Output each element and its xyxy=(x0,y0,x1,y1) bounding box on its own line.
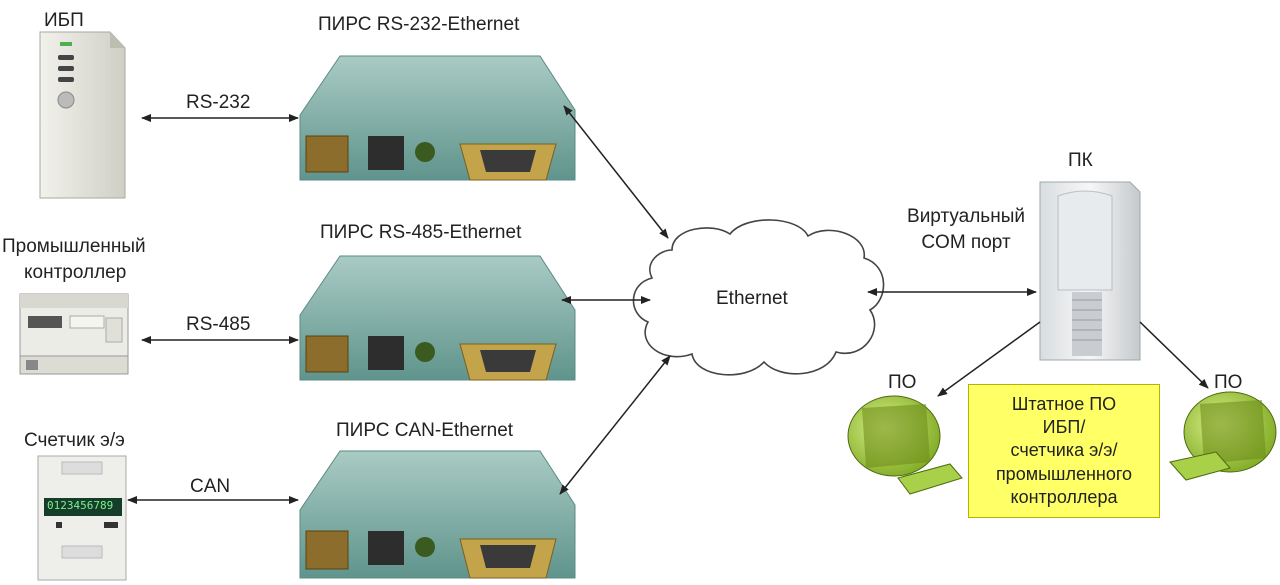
meter-display: 0123456789 xyxy=(47,499,114,512)
board1-ethernet-link xyxy=(563,105,669,239)
software-right-label: ПО xyxy=(1214,372,1243,393)
software-left-label: ПО xyxy=(888,372,917,393)
converter-board-1 xyxy=(299,55,576,181)
pc-label: ПК xyxy=(1068,150,1093,171)
virtual-port-line2: COM порт xyxy=(921,232,1011,253)
standard-software-note: Штатное ПО ИБП/ счетчика э/э/ промышленн… xyxy=(968,384,1160,518)
converter-board-2 xyxy=(299,255,576,381)
virtual-port-line1: Виртуальный xyxy=(907,206,1025,227)
rs232-label: RS-232 xyxy=(186,92,251,113)
computer-right-icon xyxy=(1169,391,1277,481)
meter-icon xyxy=(37,455,127,581)
converter-board-3 xyxy=(299,450,576,579)
note-line-2: ИБП/ xyxy=(1042,416,1086,437)
converter-label-2: ПИРС RS-485-Ethernet xyxy=(320,222,522,243)
note-line-3: счетчика э/э/ xyxy=(1010,440,1118,461)
pc-right-computer-link xyxy=(1139,321,1209,389)
pc-tower-icon xyxy=(1039,181,1141,361)
plc-label-line2: контроллер xyxy=(24,262,127,283)
ups-icon xyxy=(39,31,126,199)
can-label: CAN xyxy=(190,476,231,497)
note-line-4: промышленного xyxy=(995,463,1133,484)
note-line-1: Штатное ПО xyxy=(1011,393,1117,414)
rs485-label: RS-485 xyxy=(186,314,251,335)
computer-left-icon xyxy=(847,395,963,495)
converter-label-3: ПИРС CAN-Ethernet xyxy=(336,420,514,441)
ups-label: ИБП xyxy=(44,10,84,31)
meter-label: Счетчик э/э xyxy=(24,430,125,451)
plc-icon xyxy=(19,293,129,375)
connection-lines xyxy=(127,105,1209,504)
board3-ethernet-link xyxy=(559,355,671,495)
note-line-5: контроллера xyxy=(1010,487,1118,508)
ethernet-cloud-icon xyxy=(632,219,885,376)
converter-label-1: ПИРС RS-232-Ethernet xyxy=(318,14,520,35)
plc-label-line1: Промышленный xyxy=(2,236,146,257)
pc-left-computer-link xyxy=(937,321,1041,397)
ethernet-label: Ethernet xyxy=(716,288,788,309)
